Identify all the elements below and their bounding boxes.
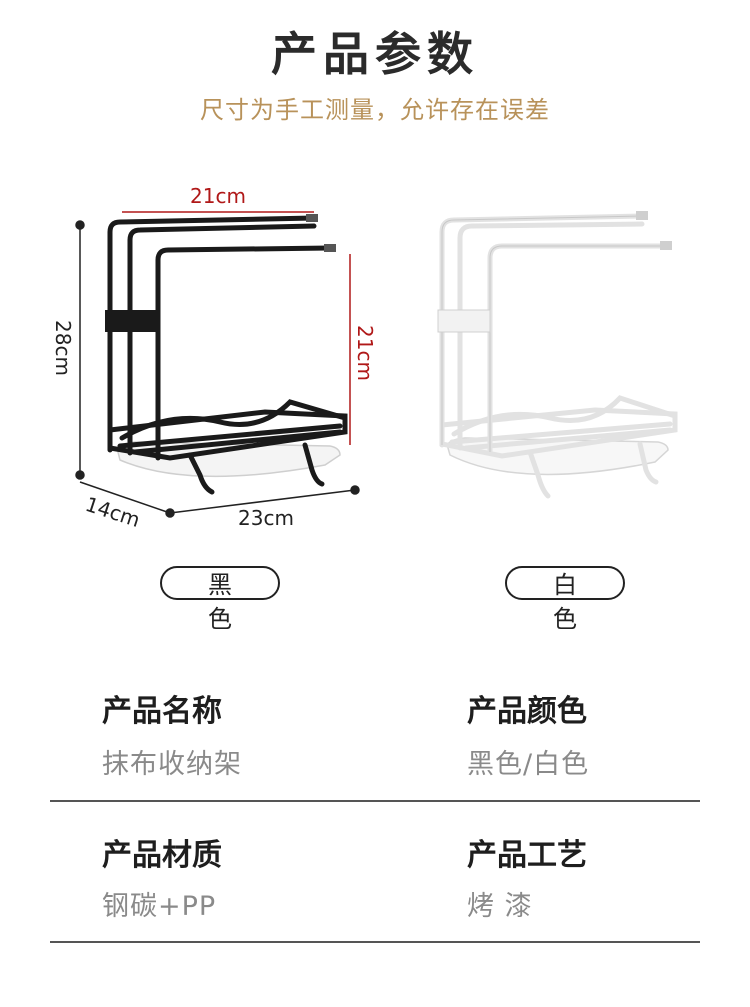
white-rack-image — [437, 211, 678, 499]
divider — [50, 800, 700, 802]
divider — [50, 941, 700, 943]
spec-name-label: 产品名称 — [102, 694, 222, 729]
page-subtitle: 尺寸为手工测量，允许存在误差 — [200, 96, 550, 124]
spec-name-value: 抹布收纳架 — [102, 749, 242, 780]
spec-material-label: 产品材质 — [102, 838, 222, 873]
spec-process-label: 产品工艺 — [467, 838, 587, 873]
page-title: 产品参数 — [271, 27, 479, 81]
dim-top-width: 21cm — [190, 184, 246, 208]
spec-material-value: 钢碳+PP — [102, 891, 217, 922]
dim-depth: 14cm — [82, 492, 143, 532]
spec-process-value: 烤 漆 — [467, 891, 533, 922]
variant-white-label: 白 色 — [505, 566, 625, 633]
dim-base-width: 23cm — [238, 506, 294, 530]
dim-arm-height: 21cm — [353, 325, 377, 381]
spec-color-label: 产品颜色 — [467, 694, 587, 729]
black-rack-image: 21cm 21cm 28cm 14cm 23cm — [51, 184, 377, 532]
spec-color-value: 黑色/白色 — [467, 749, 590, 780]
dim-height: 28cm — [51, 320, 75, 376]
variant-black-label: 黑 色 — [160, 566, 280, 633]
